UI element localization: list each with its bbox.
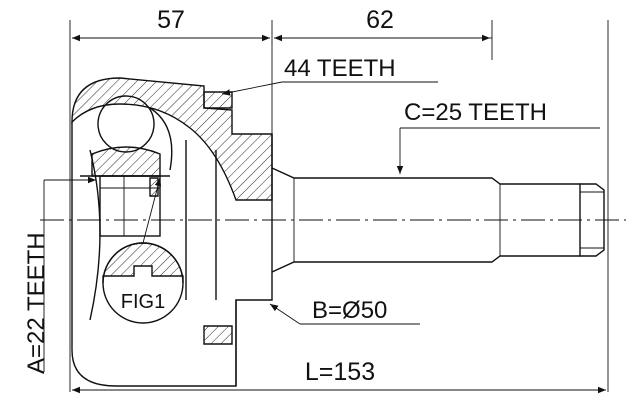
dimension-62-label: 62 <box>366 6 394 34</box>
extension-lines <box>69 20 609 392</box>
annotation-25-teeth: C=25 TEETH <box>396 99 600 174</box>
annotation-b50: B=Ø50 <box>269 297 420 325</box>
outer-teeth-label: 44 TEETH <box>284 55 396 82</box>
annotation-22-teeth: A=22 TEETH <box>23 176 96 374</box>
fig1-detail: FIG1 <box>102 177 184 324</box>
annotation-44-teeth: 44 TEETH <box>221 55 438 96</box>
dimension-62: 62 <box>274 6 492 42</box>
fig1-label: FIG1 <box>121 291 165 313</box>
inner-teeth-label: A=22 TEETH <box>23 232 50 374</box>
spline-teeth-label: C=25 TEETH <box>404 99 547 126</box>
inner-race <box>99 175 161 237</box>
dimension-57: 57 <box>72 6 270 42</box>
dimension-total-label: L=153 <box>305 358 375 386</box>
seal-diameter-label: B=Ø50 <box>312 297 387 324</box>
dimension-57-label: 57 <box>157 6 185 34</box>
outer-race <box>71 77 273 387</box>
dimension-total: L=153 <box>72 358 606 394</box>
ball-cage <box>80 95 173 177</box>
